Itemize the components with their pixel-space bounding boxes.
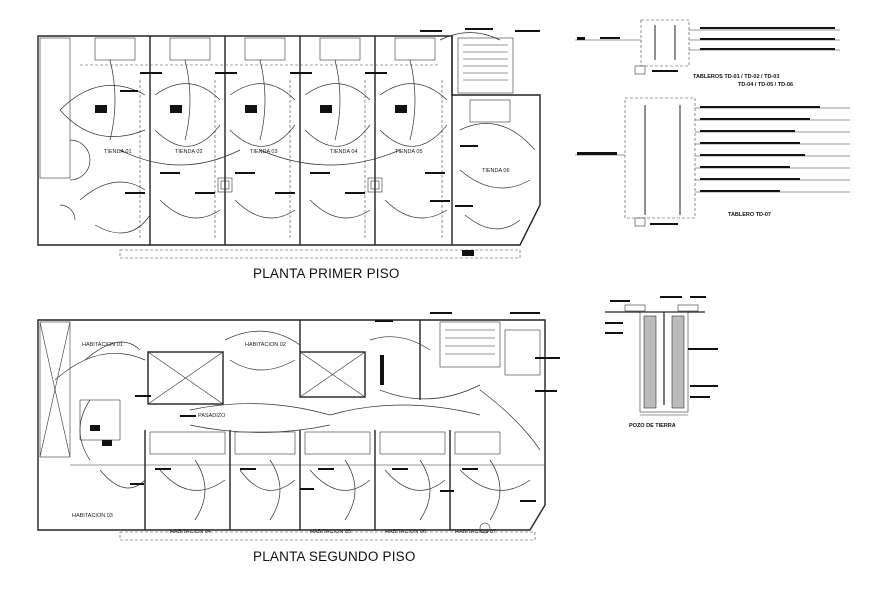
plan2-annotations [90,312,560,502]
plan2-outer-wall [37,319,546,531]
room-label: HABITACION 03 [72,513,113,519]
plan1-annotations [95,28,540,256]
plan2-room-walls [70,320,545,530]
plan1-circuits [59,32,536,234]
panel-label: TABLERO TD-07 [728,212,771,218]
room-label: HABITACION 05 [310,529,351,535]
plan-primer-piso: TIENDA 01 TIENDA 02 TIENDA 03 TIENDA 04 … [37,28,541,259]
plan1-sidewalk [119,249,521,259]
plan2-balcony [119,531,536,541]
room-label: TIENDA 05 [395,149,423,155]
room-label: TIENDA 04 [330,149,358,155]
room-label: HABITACION 02 [245,342,286,348]
room-label: TIENDA 02 [175,149,203,155]
panel-diagram-td01-06: TABLEROS TD-01 / TD-02 / TD-03 TD-04 / T… [575,19,840,88]
room-label: TIENDA 03 [250,149,278,155]
room-label: HABITACION 01 [82,342,123,348]
plan2-shafts [147,351,366,405]
room-label: TIENDA 06 [482,168,510,174]
panel-label: TABLEROS TD-01 / TD-02 / TD-03 [693,74,779,80]
plan2-circuits [54,330,541,534]
panel-diagram-td07: TABLERO TD-07 [575,97,850,227]
room-label: HABITACION 07 [455,529,496,535]
plan1-wiring [80,64,443,240]
panel-label: TD-04 / TD-05 / TD-06 [738,82,793,88]
plan1-stair [457,37,514,94]
plan1-store-walls [94,36,511,245]
plan2-title: PLANTA SEGUNDO PISO [253,549,416,564]
plan-segundo-piso: HABITACION 01 HABITACION 02 PASADIZO HAB… [37,312,560,541]
door-arc [69,139,91,181]
room-label: HABITACION 06 [385,529,426,535]
room-label: PASADIZO [198,413,226,419]
plan2-left-block [39,321,71,458]
plan1-left-block [39,37,71,179]
ground-well-detail: POZO DE TIERRA [605,296,718,429]
room-label: HABITACION 04 [170,529,211,535]
plan1-title: PLANTA PRIMER PISO [253,266,400,281]
door-arc [59,204,76,221]
td07-circuits [695,106,850,193]
ground-well-label: POZO DE TIERRA [629,423,676,429]
room-label: TIENDA 01 [104,149,132,155]
